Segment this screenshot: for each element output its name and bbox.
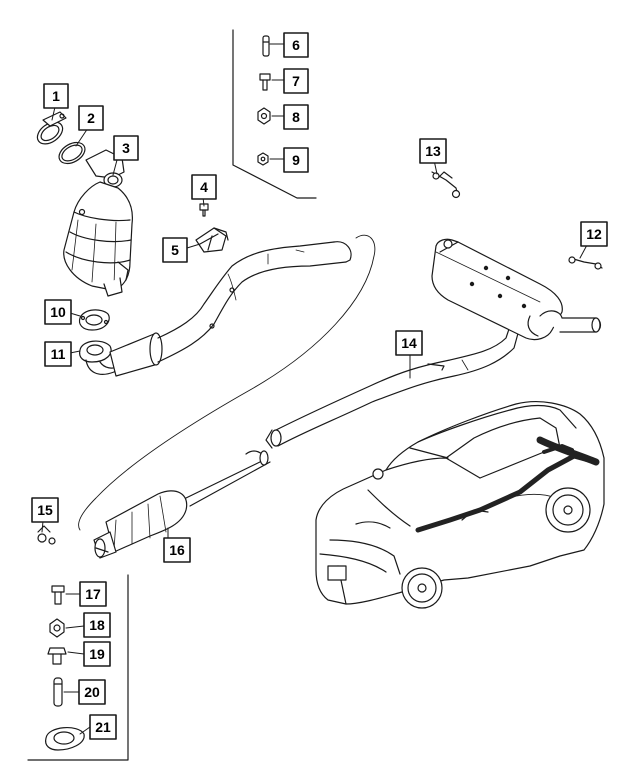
callout-18-number: 18 xyxy=(89,617,105,633)
bolt-part-17 xyxy=(51,585,65,605)
stud-part-6 xyxy=(262,35,270,57)
callout-14-number: 14 xyxy=(401,335,417,351)
callout-18: 18 xyxy=(83,612,111,638)
callout-10-box xyxy=(44,299,72,325)
callout-16: 16 xyxy=(163,537,191,563)
callout-16-box xyxy=(163,537,191,563)
callout-6-box xyxy=(283,32,309,58)
flange-gasket-part-10 xyxy=(78,309,110,331)
callout-4-number: 4 xyxy=(200,179,208,195)
nut-part-9 xyxy=(257,152,269,166)
vehicle-illustration xyxy=(315,401,605,609)
callout-7: 7 xyxy=(283,68,309,94)
callout-9: 9 xyxy=(283,147,309,173)
callout-20-box xyxy=(78,679,106,705)
callout-10: 10 xyxy=(44,299,72,325)
callout-20-number: 20 xyxy=(84,684,100,700)
hanger-bracket-part-13 xyxy=(431,171,461,199)
callout-13-number: 13 xyxy=(425,143,441,159)
callout-6-number: 6 xyxy=(292,37,300,53)
nut-part-8 xyxy=(257,107,271,125)
callout-17: 17 xyxy=(79,581,107,607)
callout-11: 11 xyxy=(44,341,72,367)
muffler-part xyxy=(431,238,602,341)
callout-20: 20 xyxy=(78,679,106,705)
callout-7-number: 7 xyxy=(292,73,300,89)
catalytic-converter-part xyxy=(63,149,133,297)
resonator-part-16 xyxy=(93,450,271,559)
hanger-part-12 xyxy=(568,256,603,270)
bolt-part-4 xyxy=(199,203,209,217)
callout-15: 15 xyxy=(31,497,59,523)
intermediate-pipe-part-14 xyxy=(265,319,521,449)
callout-5: 5 xyxy=(162,237,188,263)
callout-9-box xyxy=(283,147,309,173)
flange-bolt-part-19 xyxy=(47,647,67,665)
callout-3-box xyxy=(113,135,139,161)
callout-3: 3 xyxy=(113,135,139,161)
callout-1: 1 xyxy=(43,83,69,109)
callout-21-box xyxy=(89,714,117,740)
clamp-part xyxy=(36,111,67,145)
fastener-group-bracket-top xyxy=(232,29,317,199)
callout-5-box xyxy=(162,237,188,263)
callout-2-box xyxy=(78,105,104,131)
callout-12-number: 12 xyxy=(586,226,602,242)
callout-18-box xyxy=(83,612,111,638)
callout-13-box xyxy=(419,138,447,164)
callout-15-box xyxy=(31,497,59,523)
callout-2-number: 2 xyxy=(87,110,95,126)
callout-21-number: 21 xyxy=(95,719,111,735)
nut-part-18 xyxy=(49,618,65,638)
fastener-group-bracket-bottom xyxy=(27,574,129,761)
callout-10-number: 10 xyxy=(50,304,66,320)
callout-13: 13 xyxy=(419,138,447,164)
callout-16-number: 16 xyxy=(169,542,185,558)
bolt-part-7 xyxy=(259,73,271,91)
callout-7-box xyxy=(283,68,309,94)
callout-3-number: 3 xyxy=(122,140,130,156)
callout-14-box xyxy=(395,330,423,356)
callout-21: 21 xyxy=(89,714,117,740)
gasket-part-21 xyxy=(45,727,85,751)
stud-part-20 xyxy=(53,677,63,707)
callout-1-number: 1 xyxy=(52,88,60,104)
callout-4: 4 xyxy=(191,174,217,200)
callout-1-box xyxy=(43,83,69,109)
callout-11-number: 11 xyxy=(51,346,66,362)
callout-12-box xyxy=(580,221,608,247)
callout-9-number: 9 xyxy=(292,152,300,168)
callout-12: 12 xyxy=(580,221,608,247)
callout-8: 8 xyxy=(283,104,309,130)
callout-14: 14 xyxy=(395,330,423,356)
callout-8-box xyxy=(283,104,309,130)
front-pipe xyxy=(78,234,376,531)
callout-17-number: 17 xyxy=(85,586,101,602)
callout-2: 2 xyxy=(78,105,104,131)
callout-19-number: 19 xyxy=(89,646,105,662)
callout-19-box xyxy=(83,641,111,667)
callout-6: 6 xyxy=(283,32,309,58)
heat-shield-part-5 xyxy=(195,227,229,253)
gasket-ring-part xyxy=(58,141,86,165)
clip-part-15 xyxy=(37,525,56,545)
callout-11-box xyxy=(44,341,72,367)
callout-17-box xyxy=(79,581,107,607)
callout-15-number: 15 xyxy=(37,502,53,518)
callout-19: 19 xyxy=(83,641,111,667)
callout-8-number: 8 xyxy=(292,109,300,125)
callout-4-box xyxy=(191,174,217,200)
callout-5-number: 5 xyxy=(171,242,179,258)
